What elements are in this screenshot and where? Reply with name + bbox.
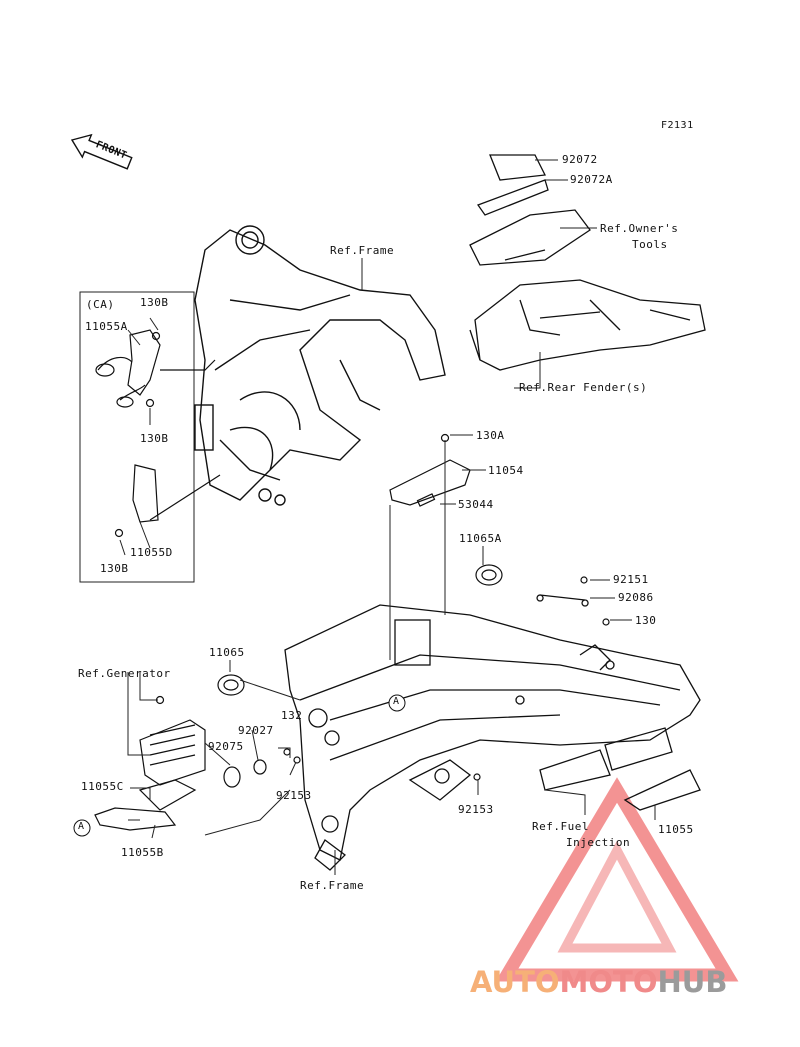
callout-a-markers [73, 694, 406, 837]
part-11055: 11055 [658, 823, 694, 836]
part-132: 132 [281, 709, 303, 722]
loose-parts-illustration [94, 576, 610, 831]
part-11065a: 11065A [459, 532, 502, 545]
part-130b-c: 130B [100, 562, 129, 575]
part-130: 130 [635, 614, 657, 627]
ref-rear-fender: Ref.Rear Fender(s) [519, 381, 648, 394]
region-label: (CA) [86, 298, 115, 311]
subframe-illustration [284, 604, 701, 871]
ref-fuel-injection-1: Ref.Fuel [532, 820, 589, 833]
upper-frame-illustration [194, 225, 446, 506]
bracket-11054-illustration [389, 433, 503, 586]
diagram-code: F2131 [661, 120, 694, 131]
ca-inset-box [79, 291, 195, 583]
part-92072a: 92072A [570, 173, 613, 186]
front-arrow-icon [70, 133, 133, 170]
watermark-part2: MOTO [559, 965, 658, 999]
ref-owners-tools-2: Tools [632, 238, 668, 251]
part-92086: 92086 [618, 591, 654, 604]
rear-fender-illustration [469, 154, 706, 371]
ref-frame-top: Ref.Frame [330, 244, 395, 257]
ref-owners-tools-1: Ref.Owner's [600, 222, 679, 235]
part-11055a: 11055A [85, 320, 128, 333]
part-92072: 92072 [562, 153, 598, 166]
part-11055d: 11055D [130, 546, 173, 559]
ref-fuel-injection-2: Injection [566, 836, 631, 849]
ca-bracket-illustration [95, 329, 221, 538]
part-92153-a: 92153 [276, 789, 312, 802]
part-11065: 11065 [209, 646, 245, 659]
watermark-text: AUTOMOTOHUB [470, 965, 727, 999]
part-130b-a: 130B [140, 296, 169, 309]
part-53044: 53044 [458, 498, 494, 511]
callout-a-left: A [78, 821, 85, 832]
part-11054: 11054 [488, 464, 524, 477]
watermark-logo-icon [495, 777, 739, 982]
callout-a-center: A [393, 696, 400, 707]
part-130a: 130A [476, 429, 505, 442]
part-130b-b: 130B [140, 432, 169, 445]
leader-lines [119, 159, 656, 875]
part-92075: 92075 [208, 740, 244, 753]
part-92027: 92027 [238, 724, 274, 737]
part-11055b: 11055B [121, 846, 164, 859]
watermark-part3: HUB [657, 965, 728, 999]
part-92153-b: 92153 [458, 803, 494, 816]
part-11055c: 11055C [81, 780, 124, 793]
ref-frame-bottom: Ref.Frame [300, 879, 365, 892]
watermark-part1: AUTO [470, 965, 560, 999]
ref-generator: Ref.Generator [78, 667, 171, 680]
part-92151: 92151 [613, 573, 649, 586]
